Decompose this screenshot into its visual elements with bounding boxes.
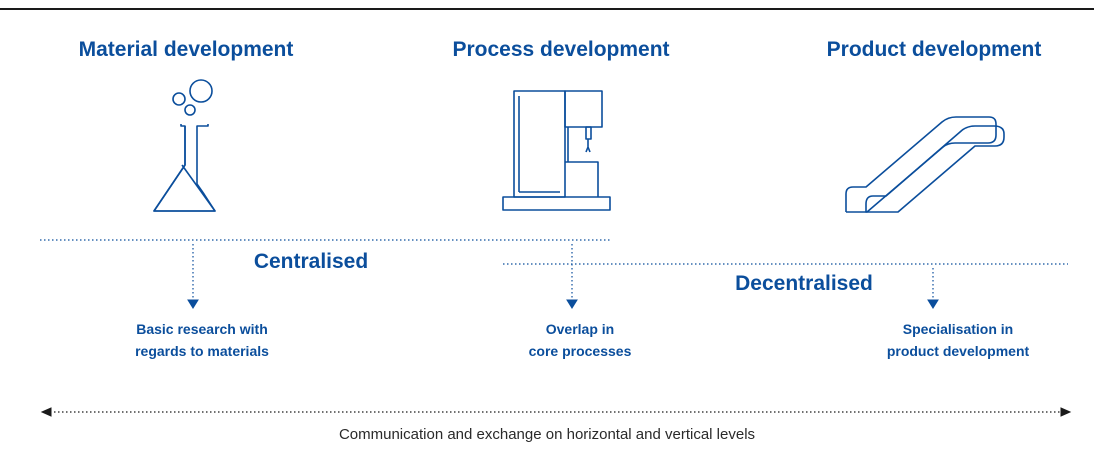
outcome-line: Specialisation in [902,321,1014,337]
process-arrow [566,244,578,309]
product-outcome: Specialisation in product development [887,318,1029,362]
outcome-line: Overlap in [545,321,615,337]
process-development-heading: Process development [452,38,670,61]
product-arrow [927,268,939,309]
centralised-label: Centralised [253,250,369,273]
decentralised-label: Decentralised [735,272,873,295]
escalator-icon [845,116,1005,213]
product-development-heading: Product development [826,38,1042,61]
outcome-line: Basic research with [136,321,268,337]
top-rule [0,8,1094,10]
material-outcome: Basic research with regards to materials [135,318,269,362]
communication-caption: Communication and exchange on horizontal… [338,426,756,443]
process-outcome: Overlap in core processes [529,318,632,362]
outcome-line: regards to materials [135,343,269,359]
outcome-line: core processes [528,343,632,359]
communication-arrow [40,407,1072,417]
material-development-heading: Material development [78,38,294,61]
material-arrow [187,244,199,309]
flask-icon [153,79,216,212]
outcome-line: product development [886,343,1030,359]
machine-icon [502,90,611,211]
